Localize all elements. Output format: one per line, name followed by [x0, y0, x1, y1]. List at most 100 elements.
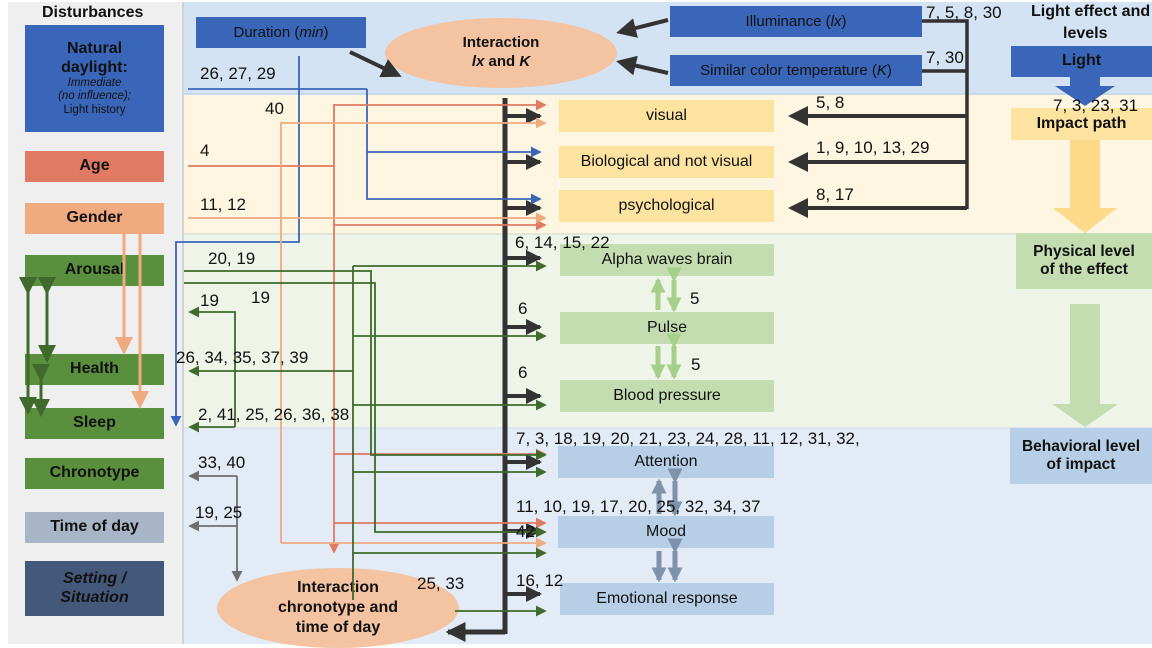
- setting-box: Setting / Situation: [25, 561, 164, 616]
- natural-daylight-box: Natural daylight: Immediate (no influenc…: [25, 25, 164, 132]
- time-of-day-box: Time of day: [25, 512, 164, 543]
- natural-daylight-line3: Light history: [63, 103, 126, 116]
- natural-daylight-title: Natural daylight:: [61, 40, 128, 76]
- cct-box: Similar color temperature (K): [670, 55, 922, 86]
- setting-label-2: Situation: [60, 588, 129, 606]
- visual-label: visual: [646, 106, 687, 124]
- duration-unit: min: [299, 23, 324, 41]
- legend-light-arrow: [1055, 77, 1115, 106]
- legend-behavioral-2: of impact: [1046, 456, 1116, 473]
- biological-label: Biological and not visual: [580, 152, 753, 170]
- ref-emotional: 16, 12: [516, 571, 564, 590]
- legend-physical-arrow: [1052, 304, 1118, 427]
- legend-light-label: Light: [1061, 52, 1102, 70]
- ref-visual: 5, 8: [816, 93, 845, 112]
- disturbances-title: Disturbances: [42, 4, 144, 21]
- ref-sleep: 2, 41, 25, 26, 36, 38: [198, 405, 350, 424]
- legend-impact-arrow: [1053, 140, 1117, 233]
- ref-psychological: 8, 17: [816, 185, 854, 204]
- attention-box: Attention: [558, 446, 774, 478]
- interaction-k: K: [519, 53, 531, 70]
- psychological-label: psychological: [618, 196, 715, 214]
- ref-gender-2: 11, 12: [200, 195, 247, 214]
- ref-legend-light: 7, 3, 23, 31: [1053, 96, 1139, 115]
- ref-alpha: 6, 14, 15, 22: [515, 233, 610, 252]
- ref-arousal-19a: 19: [200, 291, 219, 310]
- duration-to-sleep: [170, 56, 300, 427]
- gender-label: Gender: [66, 209, 123, 227]
- ref-gender: 40: [265, 99, 284, 118]
- gender-box: Gender: [25, 203, 164, 234]
- age-to-psych: [333, 166, 547, 231]
- alpha-label: Alpha waves brain: [601, 250, 733, 268]
- blood-pressure-box: Blood pressure: [560, 380, 774, 412]
- ref-cct: 7, 30: [926, 48, 964, 67]
- natural-daylight-line1: Immediate: [67, 77, 122, 90]
- biological-box: Biological and not visual: [559, 146, 774, 178]
- ref-duration: 26, 27, 29: [200, 64, 276, 83]
- legend-physical-1: Physical level: [1033, 243, 1135, 261]
- illuminance-prefix: Illuminance (: [745, 12, 831, 30]
- ref-attention: 7, 3, 18, 19, 20, 21, 23, 24, 28, 11, 12…: [516, 429, 860, 448]
- arousal-label: Arousal: [64, 261, 125, 279]
- blood-pressure-label: Blood pressure: [613, 386, 721, 404]
- legend-light-box: Light: [1011, 46, 1152, 77]
- duration-suffix: ): [323, 23, 329, 41]
- ref-health: 26, 34, 35, 37, 39: [176, 348, 309, 367]
- interaction-chrono-line1: Interaction: [297, 579, 379, 596]
- legend-physical-box: Physical level of the effect: [1016, 233, 1152, 289]
- interaction-lx: lx: [471, 53, 485, 70]
- interaction-and: and: [484, 53, 520, 70]
- pulse-label: Pulse: [646, 318, 688, 336]
- emotional-box: Emotional response: [560, 583, 774, 615]
- ref-arousal: 20, 19: [208, 249, 256, 268]
- gender-to-visual: [280, 117, 547, 543]
- setting-label-1: Setting /: [62, 570, 127, 588]
- chronotype-label: Chronotype: [49, 464, 140, 482]
- legend-impact-label: Impact path: [1036, 114, 1127, 132]
- time-of-day-label: Time of day: [50, 518, 139, 536]
- ref-pulse-bp: 5: [691, 355, 701, 374]
- mood-label: Mood: [645, 522, 687, 540]
- mood-box: Mood: [558, 516, 774, 548]
- sleep-label: Sleep: [73, 414, 116, 432]
- light-bracket: [922, 19, 969, 209]
- ref-bp: 6: [518, 363, 528, 382]
- emotional-label: Emotional response: [596, 589, 738, 607]
- ref-biological: 1, 9, 10, 13, 29: [816, 138, 930, 157]
- cct-suffix: ): [886, 61, 892, 79]
- ref-illuminance: 7, 5, 8, 30: [926, 3, 1002, 22]
- illuminance-arrow: [616, 18, 669, 38]
- legend-behavioral-box: Behavioral level of impact: [1010, 428, 1152, 484]
- legend-physical-2: of the effect: [1040, 261, 1128, 278]
- interaction-chrono-line3: time of day: [295, 619, 381, 636]
- interaction-chrono-ellipse: Interaction chronotype and time of day: [217, 568, 459, 648]
- legend-impact-box: Impact path: [1011, 108, 1152, 140]
- alpha-box: Alpha waves brain: [560, 244, 774, 276]
- ref-chronotype: 33, 40: [198, 453, 246, 472]
- ref-mood-42: 42: [516, 522, 535, 541]
- arousal-line-2: [184, 282, 547, 538]
- psychological-box: psychological: [559, 190, 774, 222]
- illuminance-unit: lx: [830, 12, 842, 30]
- duration-prefix: Duration (: [233, 23, 300, 41]
- duration-to-bio: [366, 89, 542, 158]
- interaction-lx-k-sub: lx and K: [472, 53, 530, 72]
- duration-box: Duration (min): [196, 17, 366, 48]
- ref-pulse: 6: [518, 299, 528, 318]
- chronotype-box: Chronotype: [25, 458, 164, 489]
- arousal-line-1: [184, 270, 547, 461]
- ref-chrono-interaction: 25, 33: [417, 574, 465, 593]
- cct-unit: K: [876, 61, 887, 79]
- attention-label: Attention: [634, 452, 698, 470]
- age-box: Age: [25, 151, 164, 182]
- ref-time-of-day: 19, 25: [195, 503, 243, 522]
- age-to-visual: [188, 99, 547, 167]
- ref-age: 4: [200, 141, 210, 160]
- interaction-lx-k-title: Interaction: [462, 34, 540, 52]
- duration-to-psych: [366, 152, 542, 205]
- interaction-chrono-line2: chronotype and: [277, 599, 398, 616]
- ref-arousal-19b: 19: [251, 288, 270, 307]
